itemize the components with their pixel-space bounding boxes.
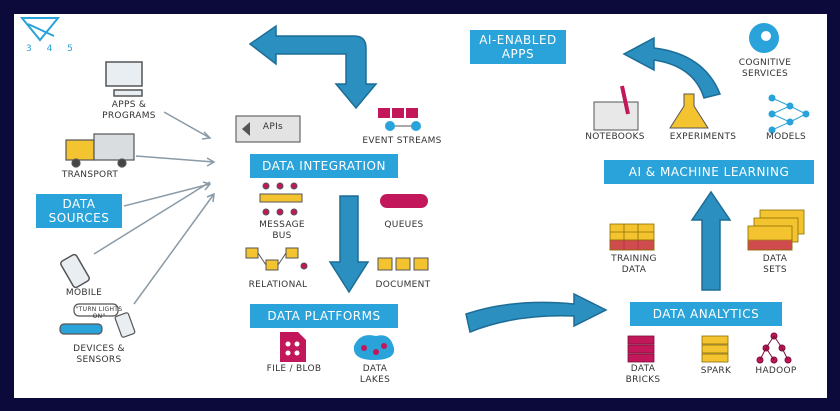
logo-icon	[19, 17, 61, 42]
diagram-board: 3 4 5 APPS & PROGRAMS TRANSPORT DATA SOU…	[14, 14, 827, 398]
data-analytics-banner: DATA ANALYTICS	[630, 302, 782, 326]
ai-ml-banner: AI & MACHINE LEARNING	[604, 160, 814, 184]
data-bricks-icon	[627, 335, 655, 363]
diagram-art	[19, 17, 810, 364]
data-sources-banner: DATA SOURCES	[36, 194, 122, 228]
models-icon	[768, 94, 810, 134]
experiments-label: EXPERIMENTS	[669, 132, 737, 142]
message-bus-icon	[259, 182, 303, 216]
data-lakes-icon	[353, 335, 395, 360]
message-bus-label: MESSAGE BUS	[259, 220, 305, 241]
devices-sensors-label: DEVICES & SENSORS	[73, 344, 125, 365]
data-integration-banner: DATA INTEGRATION	[250, 154, 398, 178]
cognitive-services-label: COGNITIVE SERVICES	[738, 58, 792, 79]
spark-icon	[701, 335, 729, 363]
document-label: DOCUMENT	[375, 280, 431, 290]
event-streams-label: EVENT STREAMS	[362, 136, 442, 146]
devices-icon	[59, 303, 136, 338]
platforms-to-analytics-arrow	[465, 292, 608, 334]
data-bricks-label: DATA BRICKS	[625, 364, 661, 385]
data-sets-label: DATA SETS	[762, 254, 788, 275]
event-streams-icon	[378, 108, 421, 131]
relational-icon	[245, 247, 308, 271]
hadoop-label: HADOOP	[755, 366, 797, 376]
file-blob-label: FILE / BLOB	[266, 364, 322, 374]
source-arrows	[93, 111, 216, 305]
queues-label: QUEUES	[384, 220, 424, 230]
apis-label: APIs	[262, 122, 284, 132]
computer-icon	[105, 61, 143, 97]
queues-icon	[380, 194, 428, 208]
truck-icon	[65, 133, 135, 168]
notebooks-label: NOTEBOOKS	[585, 132, 645, 142]
models-label: MODELS	[766, 132, 806, 142]
transport-label: TRANSPORT	[61, 170, 119, 180]
apps-programs-label: APPS & PROGRAMS	[102, 100, 156, 121]
up-arrow	[690, 190, 732, 291]
down-arrow	[328, 195, 370, 294]
experiments-icon	[669, 93, 709, 129]
training-data-label: TRAINING DATA	[611, 254, 657, 275]
top-curved-arrow	[248, 24, 378, 110]
mobile-label: MOBILE	[65, 288, 103, 298]
data-sets-icon	[747, 209, 805, 251]
training-data-icon	[609, 223, 655, 251]
data-platforms-banner: DATA PLATFORMS	[250, 304, 398, 328]
mobile-icon	[60, 253, 90, 289]
ml-to-apps-arrow	[622, 36, 722, 99]
data-lakes-label: DATA LAKES	[359, 364, 391, 385]
ai-enabled-apps-banner: AI-ENABLED APPS	[470, 30, 566, 64]
apis-icon	[235, 115, 301, 143]
notebooks-icon	[593, 85, 639, 131]
document-icon	[377, 257, 429, 271]
logo-numbers: 3 4 5	[26, 44, 79, 54]
hadoop-icon	[756, 332, 792, 364]
cognitive-services-icon	[749, 23, 779, 53]
relational-label: RELATIONAL	[248, 280, 308, 290]
spark-label: SPARK	[700, 366, 732, 376]
speech-bubble-text: "TURN LIGHTS ON"	[75, 306, 123, 320]
file-blob-icon	[280, 332, 306, 362]
